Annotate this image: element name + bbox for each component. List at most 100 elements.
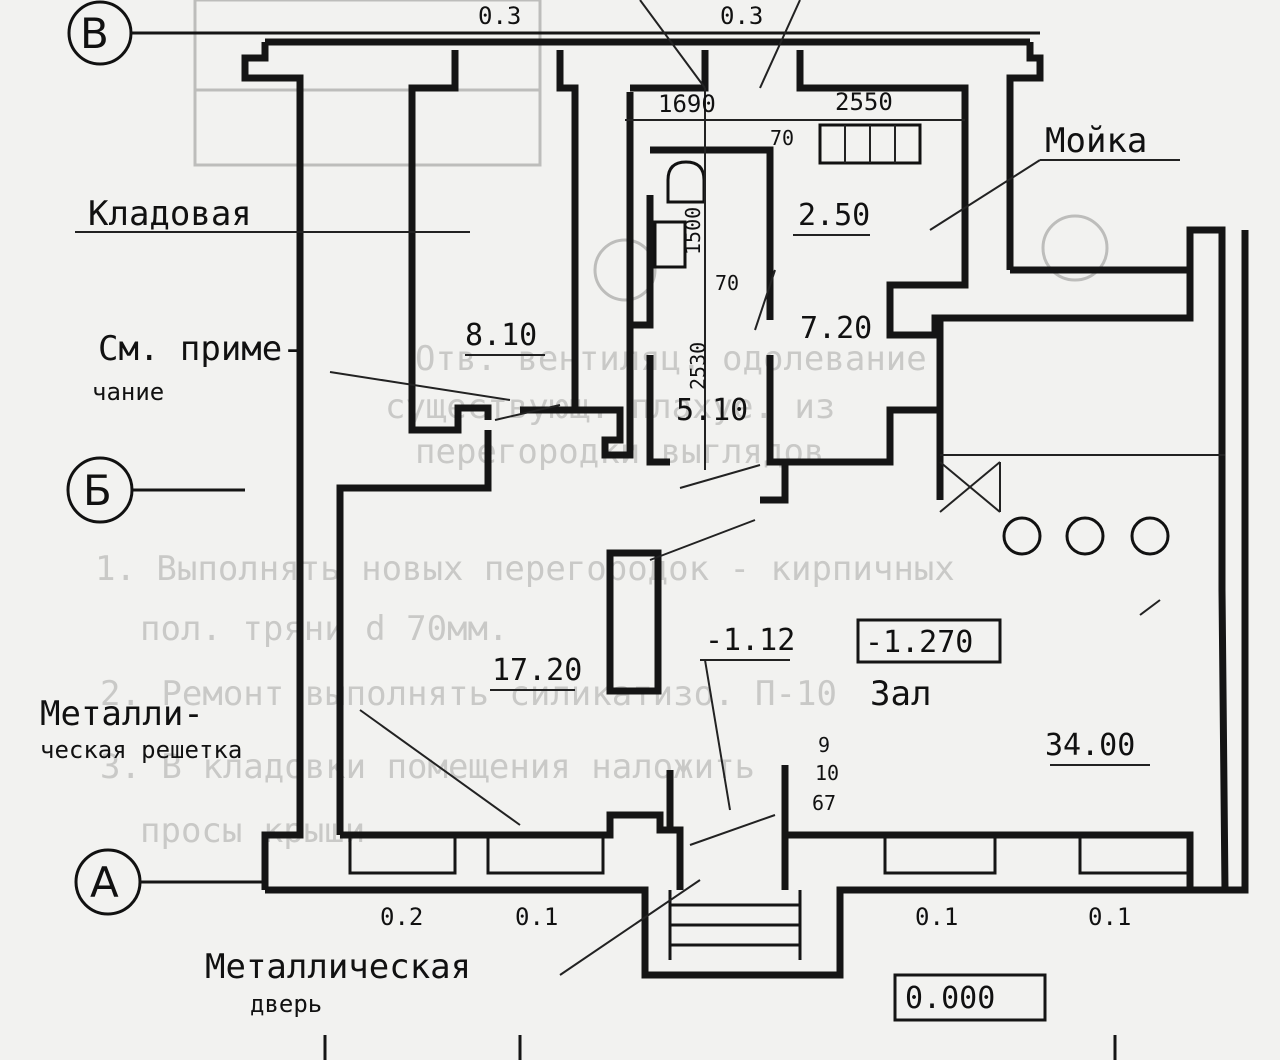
- leader-top: [759, 0, 801, 89]
- axis-v-label: В: [80, 9, 109, 58]
- hall-area: 34.00: [1045, 728, 1135, 763]
- ghost-text: просы крыши: [140, 811, 365, 851]
- bottom-inner-left: [340, 811, 684, 890]
- room-1720-wall: [336, 430, 492, 835]
- window-bottom-2: [486, 833, 605, 875]
- bottom-outer-wall: [265, 886, 1225, 979]
- leader-note: [329, 371, 511, 401]
- ghost-text: 3. В кладовки помещения наложить: [100, 747, 755, 787]
- sink-room-wall: [796, 50, 1194, 339]
- window-bottom-1: [348, 833, 457, 875]
- corridor-wall: [575, 195, 654, 459]
- dim-bottom-02: 0.2: [380, 903, 423, 931]
- dim-9: 9: [818, 733, 830, 757]
- storage-area: 8.10: [465, 318, 537, 353]
- toilet-partition: [650, 146, 774, 320]
- partition-step: [760, 462, 789, 504]
- leader-top: [639, 0, 706, 89]
- room-labels: Кладовая 8.10 Мойка 2.50 7.20 5.10 17.20…: [88, 121, 1150, 766]
- storage-name: Кладовая: [88, 194, 252, 234]
- hall-name: Зал: [870, 674, 931, 714]
- pillar: [606, 549, 662, 695]
- washbasin-icon: [653, 220, 687, 269]
- ghost-frame: [193, 0, 542, 167]
- axis-b: Б: [66, 456, 245, 524]
- note-grille-1: Металли-: [40, 694, 204, 734]
- dim-2530: 2530: [686, 342, 710, 390]
- axis-b-label: Б: [83, 466, 112, 515]
- dim-2550: 2550: [835, 88, 893, 116]
- dim-top-left: 0.3: [478, 2, 521, 30]
- note-see-1: См. приме-: [98, 329, 303, 369]
- level-zero-box: [893, 973, 1047, 1022]
- ghost-text: пол. тряни d 70мм.: [140, 609, 508, 649]
- stove-burner-icon: [1002, 516, 1042, 556]
- room-510-area: 5.10: [676, 393, 748, 428]
- right-upper-wall: [1010, 226, 1210, 274]
- note-see-2: чание: [92, 378, 164, 406]
- level-zero: 0.000: [905, 981, 995, 1016]
- level-marks: -1.12 -1.270 0.000: [700, 618, 1047, 1022]
- axis-b-circle: [66, 456, 134, 524]
- notes: См. приме- чание Металли- ческая решетка…: [40, 329, 471, 1018]
- leader-level: [704, 659, 731, 811]
- top-left-wall-stub: [241, 42, 304, 93]
- dim-1500: 1500: [681, 207, 705, 255]
- room-1720-area: 17.20: [492, 653, 582, 688]
- note-grille-2: ческая решетка: [40, 736, 242, 764]
- doors-and-leaders: [75, 0, 1180, 976]
- axis-a: А: [74, 848, 265, 916]
- walls: [241, 38, 1249, 979]
- room-720-area: 7.20: [800, 311, 872, 346]
- arrow-hall: [1139, 599, 1161, 616]
- ghost-text: Отв. вентиляц. одолевание: [415, 339, 927, 379]
- right-outer-wall: [1210, 226, 1249, 894]
- stove-burner-icon: [1065, 516, 1105, 556]
- level-1270-box: [856, 618, 1002, 664]
- sink-top-left: [630, 50, 709, 92]
- axis-a-label: А: [90, 858, 119, 907]
- door-swing: [679, 464, 761, 489]
- leader-door: [559, 879, 701, 976]
- dim-bottom-01-a: 0.1: [515, 903, 558, 931]
- door-swing: [754, 269, 776, 331]
- dim-70-top: 70: [770, 126, 794, 150]
- left-outer-wall: [261, 93, 304, 890]
- dim-1690: 1690: [658, 90, 716, 118]
- stove-burner-icon: [1130, 516, 1170, 556]
- bottom-inner-right: [785, 831, 1194, 890]
- small-room-left: [646, 355, 670, 466]
- hatch-cross: [939, 461, 1001, 513]
- level-112: -1.12: [705, 623, 795, 658]
- door-swing: [649, 519, 756, 561]
- window-bottom-3: [883, 833, 997, 875]
- dim-bottom-01-b: 0.1: [915, 903, 958, 931]
- background-ghost-layer: Отв. вентиляц. одолевание существующ. пл…: [95, 0, 1109, 851]
- leader-grille: [359, 709, 521, 826]
- storage-right-wall: [520, 50, 579, 414]
- door-swing: [494, 404, 561, 421]
- dim-bottom-01-c: 0.1: [1088, 903, 1131, 931]
- dim-70-mid: 70: [715, 271, 739, 295]
- ghost-text: 2. Ремонт выполнять силикатизо. П-10: [100, 674, 837, 714]
- ghost-circle: [1041, 214, 1109, 282]
- ghost-text: 1. Выполнять новых перегородок - кирпичн…: [95, 549, 955, 589]
- bottom-ticks: [323, 1035, 1117, 1060]
- storage-wall: [408, 50, 492, 434]
- level-1270: -1.270: [865, 625, 973, 660]
- leader-sink-diag: [929, 159, 1041, 231]
- note-door-1: Металлическая: [205, 947, 471, 987]
- sink-name: Мойка: [1045, 121, 1147, 161]
- dim-67: 67: [812, 791, 836, 815]
- note-door-2: дверь: [250, 990, 322, 1018]
- toilet-icon: [666, 160, 706, 204]
- axis-v: В: [67, 0, 1040, 66]
- top-right-wall: [1006, 42, 1044, 270]
- dim-10: 10: [815, 761, 839, 785]
- window-bottom-4: [1078, 833, 1192, 875]
- fixtures: [653, 123, 1225, 556]
- door-swing: [689, 814, 776, 846]
- ghost-circle: [593, 238, 657, 302]
- dimension-labels: 0.3 0.3 1690 2550 70 1500 70 2530 0.2 0.…: [380, 2, 1131, 931]
